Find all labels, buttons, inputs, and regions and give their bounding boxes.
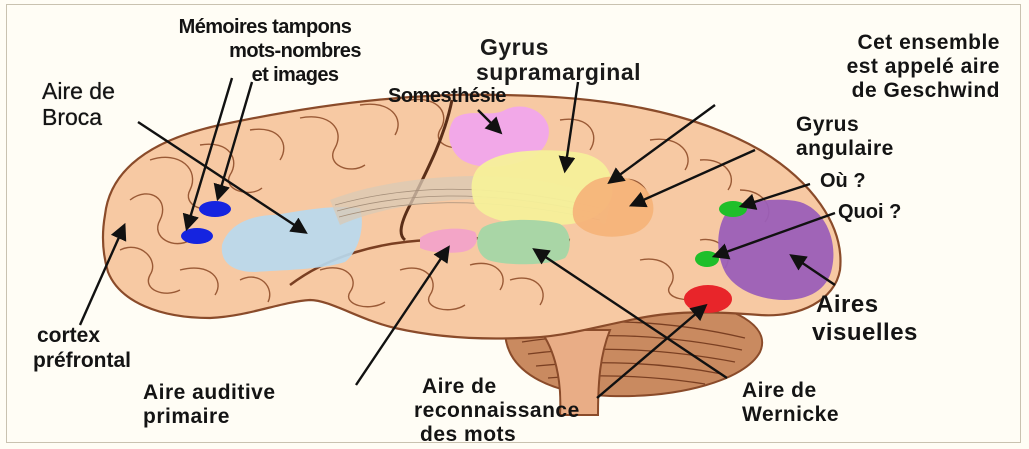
label-auditive-line2: primaire [143, 406, 276, 427]
label-memoires-line3: et images [135, 65, 395, 85]
label-supramarginal-line2: supramarginal [476, 61, 641, 84]
label-aire-auditive: Aire auditive primaire [143, 382, 276, 427]
where-dot [719, 201, 747, 217]
label-geschwind-line2: est appelé aire [748, 56, 1000, 77]
label-wernicke: Aire de Wernicke [742, 380, 839, 425]
label-wernicke-line1: Aire de [742, 380, 839, 401]
memory-spot-1 [199, 201, 231, 217]
word-recognition-area [477, 220, 570, 264]
what-dot [695, 251, 719, 267]
label-memoires: Mémoires tampons mots-nombres et images [135, 17, 395, 85]
label-geschwind-line1: Cet ensemble [748, 32, 1000, 53]
label-angulaire-line1: Gyrus [796, 114, 894, 135]
label-reconnaissance-line3: des mots [414, 424, 580, 445]
label-broca: Aire de Broca [42, 80, 115, 129]
label-supramarginal-line1: Gyrus [476, 36, 641, 59]
label-broca-line2: Broca [42, 106, 115, 129]
label-visuelles-line1: Aires [812, 293, 918, 317]
label-broca-line1: Aire de [42, 80, 115, 103]
label-aires-visuelles: Aires visuelles [812, 293, 918, 345]
label-quoi: Quoi ? [838, 202, 901, 222]
wernicke-dot [684, 285, 732, 313]
label-visuelles-line2: visuelles [812, 321, 918, 345]
label-reconnaissance-line2: reconnaissance [414, 400, 580, 421]
label-memoires-line1: Mémoires tampons [135, 17, 395, 37]
label-geschwind: Cet ensemble est appelé aire de Geschwin… [748, 32, 1000, 101]
label-gyrus-angulaire: Gyrus angulaire [796, 114, 894, 159]
label-cortex-line2: préfrontal [33, 350, 131, 371]
label-reconnaissance-line1: Aire de [414, 376, 580, 397]
label-auditive-line1: Aire auditive [143, 382, 276, 403]
memory-spot-2 [181, 228, 213, 244]
label-memoires-line2: mots-nombres [135, 41, 395, 61]
label-cortex-prefrontal: cortex préfrontal [33, 325, 131, 371]
label-ou: Où ? [820, 171, 866, 191]
label-gyrus-supramarginal: Gyrus supramarginal [476, 36, 641, 84]
label-somesthesie: Somesthésie [388, 86, 506, 106]
label-angulaire-line2: angulaire [796, 138, 894, 159]
label-geschwind-line3: de Geschwind [748, 80, 1000, 101]
label-reconnaissance: Aire de reconnaissance des mots [414, 376, 580, 445]
label-wernicke-line2: Wernicke [742, 404, 839, 425]
label-cortex-line1: cortex [33, 325, 131, 346]
